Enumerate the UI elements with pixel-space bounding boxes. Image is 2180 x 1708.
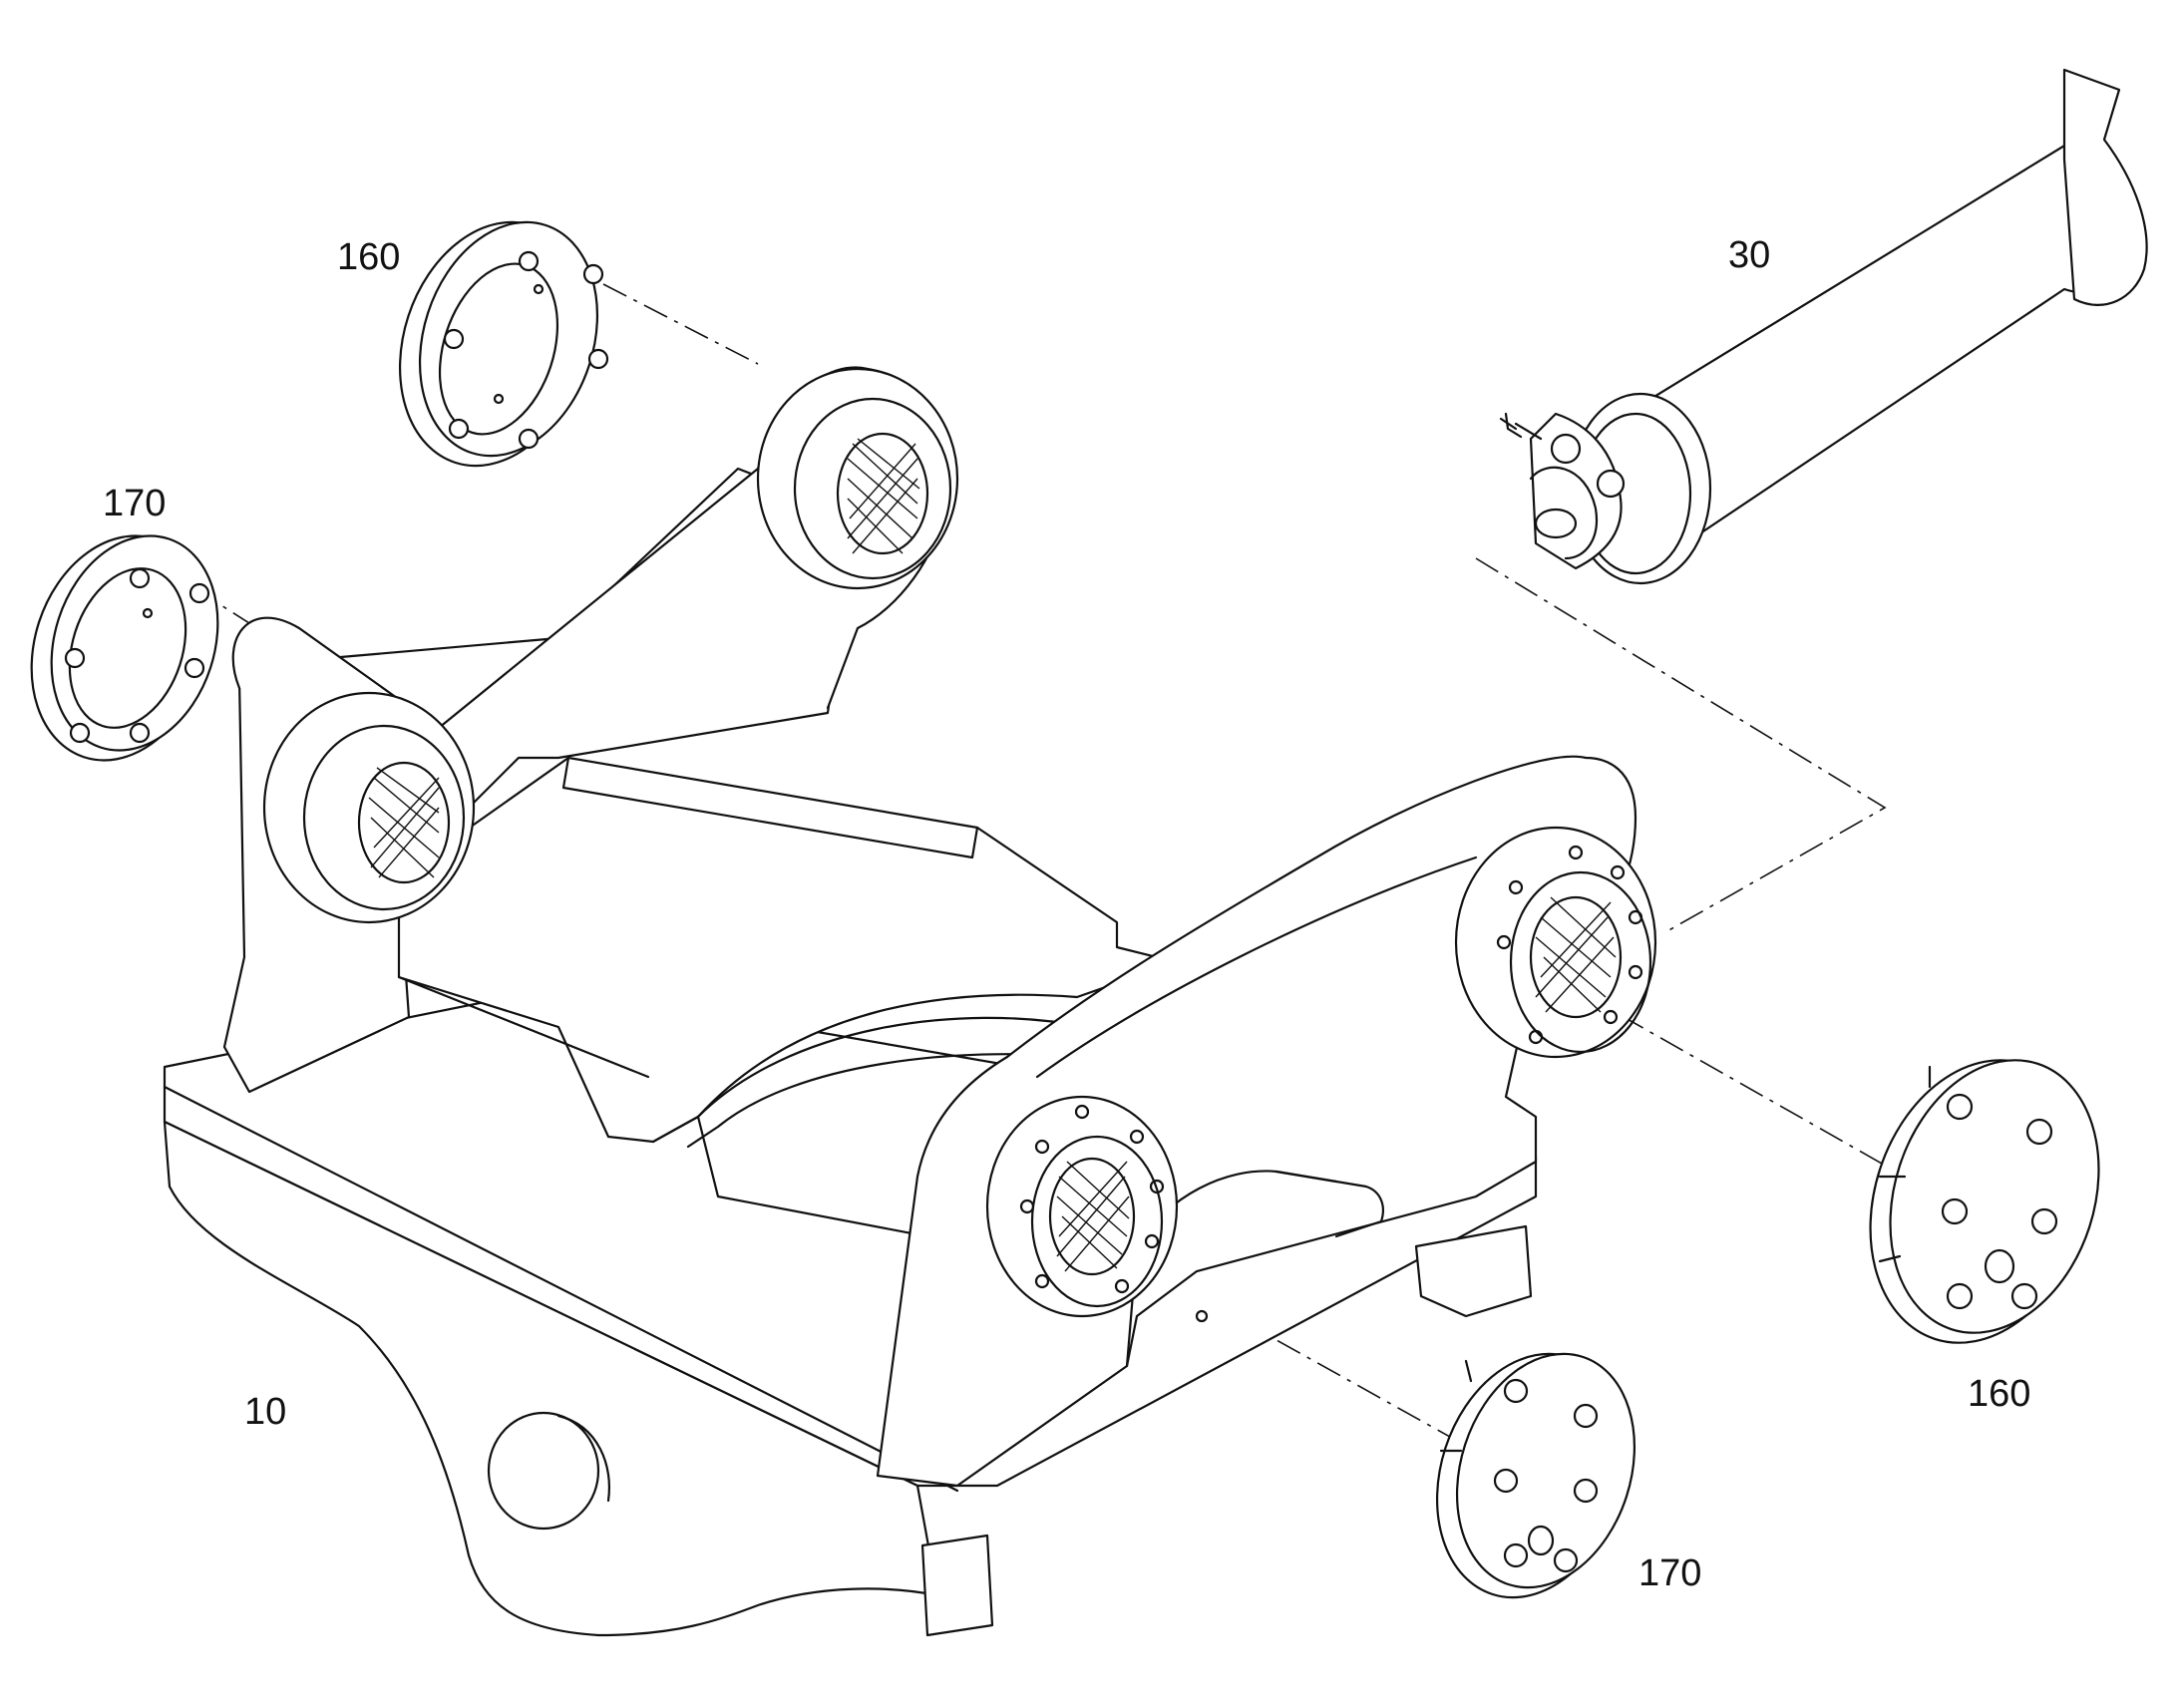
label-170-bottom: 170 — [1638, 1552, 1701, 1594]
cover-plate-170-top — [30, 534, 219, 762]
label-160-bottom: 160 — [1968, 1373, 2030, 1415]
cover-plate-170-bottom — [1435, 1352, 1636, 1599]
pin-part-30 — [1499, 68, 2148, 585]
lug-upper-rear — [756, 367, 959, 590]
coupler-frame-part-10 — [163, 366, 1657, 1637]
label-160-top: 160 — [337, 236, 400, 278]
lug-lower-rear — [1454, 826, 1657, 1059]
label-10: 10 — [244, 1391, 286, 1433]
lug-lower-front — [985, 1095, 1209, 1323]
cover-plate-160-top — [398, 220, 609, 468]
cover-plate-160-bottom — [1869, 1059, 2100, 1344]
label-170-top: 170 — [103, 483, 166, 524]
label-30: 30 — [1728, 234, 1770, 276]
lug-upper-front — [262, 691, 476, 924]
